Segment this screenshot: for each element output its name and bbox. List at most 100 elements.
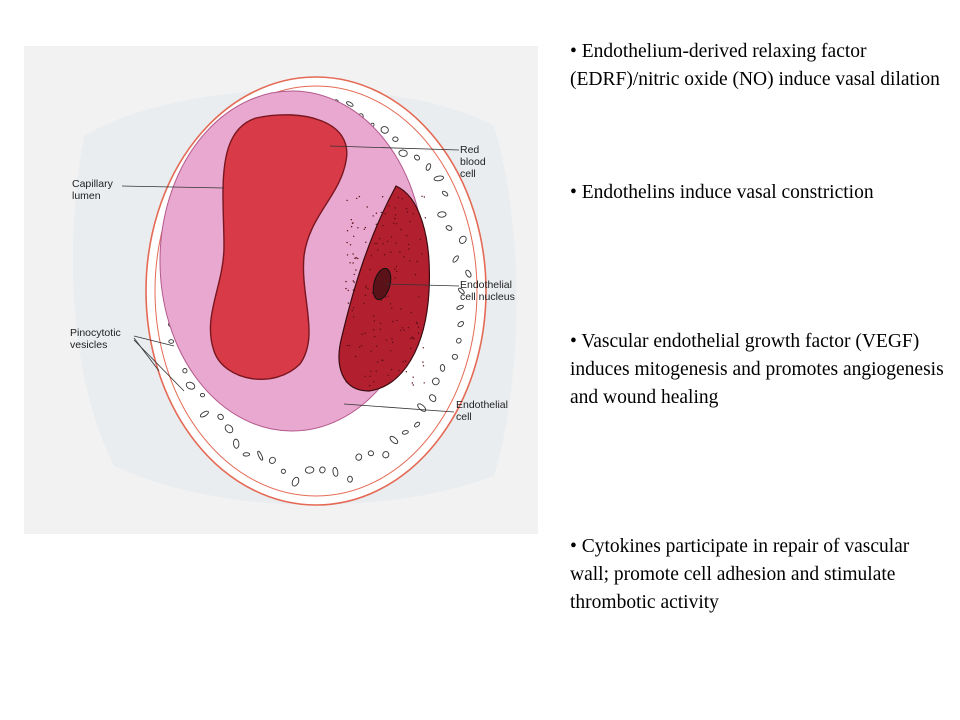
label-endothelial-cell-nucleus: Endothelial cell nucleus bbox=[460, 279, 515, 303]
stipple-dot bbox=[403, 256, 405, 258]
stipple-dot bbox=[418, 296, 420, 298]
stipple-dot bbox=[346, 344, 348, 347]
bullet-vegf: • Vascular endothelial growth factor (VE… bbox=[570, 328, 950, 412]
stipple-dot bbox=[408, 248, 410, 250]
stipple-dot bbox=[347, 289, 349, 292]
stipple-dot bbox=[351, 222, 354, 224]
stipple-dot bbox=[415, 321, 418, 324]
organelle bbox=[445, 225, 453, 231]
organelle bbox=[199, 392, 206, 398]
inner-cell-membrane bbox=[154, 85, 478, 497]
stipple-dot bbox=[382, 243, 384, 245]
stipple-dot bbox=[409, 260, 411, 262]
stipple-dot bbox=[352, 253, 354, 255]
stipple-dot bbox=[364, 294, 367, 296]
stipple-dot bbox=[378, 238, 381, 240]
stipple-dot bbox=[364, 332, 366, 334]
stipple-dot bbox=[390, 350, 392, 352]
stipple-dot bbox=[350, 226, 353, 228]
organelle bbox=[233, 438, 240, 449]
stipple-dot bbox=[412, 337, 414, 339]
stipple-dot bbox=[392, 320, 394, 323]
stipple-dot bbox=[422, 347, 424, 349]
stipple-dot bbox=[394, 268, 396, 270]
stipple-dot bbox=[412, 376, 414, 378]
stipple-dot bbox=[358, 195, 361, 198]
stipple-dot bbox=[384, 213, 386, 215]
stipple-dot bbox=[395, 223, 398, 225]
stipple-dot bbox=[402, 361, 404, 363]
organelle bbox=[433, 175, 444, 182]
leader-lines bbox=[121, 145, 460, 413]
stipple-dot bbox=[412, 384, 414, 386]
stipple-dot bbox=[365, 287, 367, 289]
stipple-dot bbox=[368, 385, 371, 387]
stipple-dot bbox=[347, 302, 350, 304]
stipple-dot bbox=[416, 323, 418, 325]
stipple-dot bbox=[385, 339, 388, 341]
capillary-diagram: Red blood cell Capillary lumen Endotheli… bbox=[70, 76, 517, 506]
label-capillary-lumen: Capillary lumen bbox=[72, 178, 116, 202]
stipple-dot bbox=[373, 335, 376, 338]
bullet-text: Endothelium-derived relaxing factor (EDR… bbox=[570, 41, 940, 90]
organelle bbox=[465, 269, 472, 278]
stipple-dot bbox=[391, 338, 393, 340]
stipple-dot bbox=[387, 374, 389, 376]
stipple-dot bbox=[367, 288, 369, 290]
bullet-cytokines: • Cytokines participate in repair of vas… bbox=[570, 533, 950, 617]
organelle bbox=[389, 435, 399, 445]
stipple-dot bbox=[375, 223, 377, 225]
stipple-dot bbox=[356, 197, 358, 200]
stipple-dot bbox=[421, 195, 423, 197]
stipple-dot bbox=[421, 253, 423, 255]
stipple-dot bbox=[382, 196, 384, 198]
organelle bbox=[380, 126, 389, 134]
organelle bbox=[280, 468, 286, 474]
organelle bbox=[182, 368, 188, 374]
organelle bbox=[168, 339, 175, 344]
capillary-cross-section-figure: Red blood cell Capillary lumen Endotheli… bbox=[24, 46, 538, 534]
stipple-dot bbox=[412, 213, 414, 215]
stipple-dot bbox=[353, 289, 356, 291]
stipple-dot bbox=[345, 381, 347, 383]
stipple-dot bbox=[394, 277, 396, 279]
organelle bbox=[392, 136, 399, 142]
organelle bbox=[291, 476, 300, 487]
stipple-dot bbox=[377, 249, 379, 251]
label-endothelial-cell: Endothelial cell bbox=[456, 399, 511, 423]
stipple-dot bbox=[374, 242, 376, 245]
organelle bbox=[346, 101, 354, 107]
bullet-text: Cytokines participate in repair of vascu… bbox=[570, 536, 910, 613]
stipple-dot bbox=[405, 360, 407, 362]
organelle bbox=[319, 466, 326, 474]
organelle bbox=[458, 235, 467, 244]
organelle bbox=[382, 451, 390, 459]
organelle bbox=[414, 154, 420, 161]
organelle bbox=[437, 211, 447, 218]
stipple-dot bbox=[380, 299, 383, 302]
stipple-dot bbox=[369, 268, 371, 271]
endothelial-cell-nucleus bbox=[372, 267, 392, 301]
organelle bbox=[217, 413, 224, 420]
stipple-dot bbox=[376, 242, 378, 245]
stipple-dot bbox=[370, 370, 372, 372]
stipple-dot bbox=[413, 338, 415, 340]
stipple-dot bbox=[372, 315, 375, 317]
stipple-dot bbox=[391, 307, 393, 309]
bullet-marker: • bbox=[570, 182, 577, 203]
stipple-dot bbox=[350, 219, 352, 221]
stipple-dot bbox=[386, 240, 389, 242]
stipple-dot bbox=[379, 328, 381, 330]
stipple-dot bbox=[353, 281, 355, 283]
stipple-dot bbox=[366, 206, 368, 208]
stipple-dot bbox=[364, 226, 367, 229]
organelle bbox=[355, 453, 363, 461]
stipple-dot bbox=[422, 361, 424, 363]
bullet-edrf: • Endothelium-derived relaxing factor (E… bbox=[570, 38, 950, 94]
organelle bbox=[452, 255, 459, 263]
organelle bbox=[439, 364, 446, 372]
stipple-dot bbox=[353, 316, 355, 318]
organelle bbox=[457, 321, 464, 328]
stipple-dot bbox=[349, 244, 352, 246]
stipple-dot bbox=[424, 217, 426, 219]
